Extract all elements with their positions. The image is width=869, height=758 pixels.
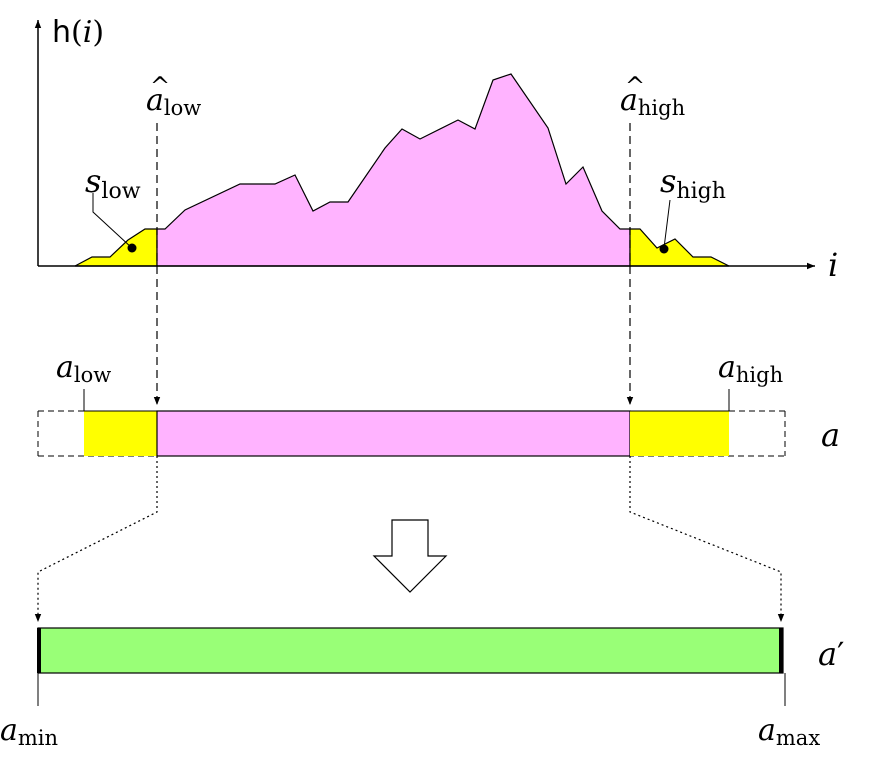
svg-text:alow: alow [146,83,201,120]
s-high-dot [659,244,669,254]
svg-text:slow: slow [85,162,141,204]
svg-text:shigh: shigh [660,162,726,204]
s-low-leader [92,193,133,249]
svg-text:^: ^ [625,72,645,100]
bar-a-low-segment [84,411,157,456]
bar-a [37,389,786,457]
histogram [74,73,730,267]
high-mapping-line [629,456,785,622]
transform-arrow [372,519,448,593]
bar-a-prime-label: a′ [818,635,844,673]
bar-a-label: a [821,416,840,454]
histogram-main-body [156,73,631,267]
s-high-annotation: shigh [659,162,726,254]
histogram-high-tail [629,228,730,267]
a-high-label: ahigh [718,350,783,387]
bar-a-main-segment [156,410,631,457]
s-high-leader [663,199,671,249]
svg-text:ahigh: ahigh [620,83,685,120]
svg-text:^: ^ [150,72,170,100]
a-hat-high-label: ^ ahigh [620,72,685,120]
x-axis-label: i [828,246,838,284]
histogram-low-tail [74,228,158,267]
s-low-annotation: slow [85,162,141,253]
y-axis-label: h(i) [52,15,104,50]
low-mapping-line [34,456,158,622]
a-max-label: amax [758,713,820,750]
a-min-label: amin [0,713,58,750]
bar-a-high-segment [630,411,729,456]
a-low-label: alow [56,350,111,387]
s-low-dot [127,243,137,253]
a-hat-low-label: ^ alow [146,72,201,120]
bar-a-prime [37,627,784,674]
